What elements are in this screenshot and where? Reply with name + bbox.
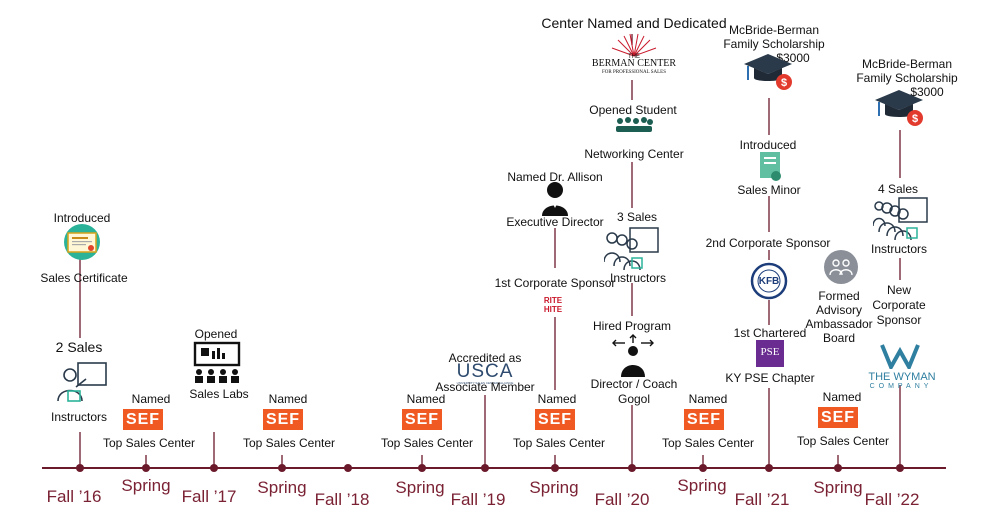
event-label: McBride-Berman <box>728 23 820 37</box>
event-label: Sales Labs <box>189 387 249 401</box>
diploma-icon <box>760 152 781 181</box>
advisory-board-icon <box>824 250 858 284</box>
timeline-label: Fall ’20 <box>594 490 650 509</box>
event-label: Sales Minor <box>737 183 801 197</box>
networking-icon <box>616 117 653 132</box>
event-label: 1st Corporate Sponsor <box>494 276 616 290</box>
event-label: Instructors <box>50 410 108 424</box>
berman-logo-top: THE <box>628 54 640 60</box>
event-label: Director / Coach <box>590 377 678 391</box>
sef-logo: SEF <box>818 407 858 428</box>
event-label: Gogol <box>617 392 651 406</box>
event-label: Accredited as <box>448 351 522 365</box>
timeline-label: Fall ’17 <box>181 487 237 506</box>
timeline-label: Fall ’21 <box>734 490 790 509</box>
certificate-icon <box>64 224 100 260</box>
timeline-label: Fall ’19 <box>450 490 506 509</box>
event-label: Advisory <box>815 303 863 317</box>
rite-hite-logo: RITE HITE <box>543 296 563 314</box>
pse-logo <box>756 340 784 367</box>
event-label: Sales Certificate <box>40 271 128 285</box>
timeline-label: Fall ’16 <box>46 487 102 506</box>
event-label: KY PSE Chapter <box>725 371 815 385</box>
event-label: Instructors <box>609 271 667 285</box>
event-label: Corporate <box>872 298 926 312</box>
usca-logo-subtitle: UNIVERSITY SALES CENTER ALLIANCE <box>456 381 514 385</box>
event-title: Center Named and Dedicated <box>541 15 727 31</box>
timeline-label: Spring <box>257 478 307 497</box>
top-sales-center-label: Top Sales Center <box>380 436 474 450</box>
named-label: Named <box>822 390 862 404</box>
sef-logo: SEF <box>123 409 163 430</box>
event-label: Named Dr. Allison <box>507 170 603 184</box>
graduation-cap-icon: $ <box>875 90 923 126</box>
event-label: 2nd Corporate Sponsor <box>705 236 831 250</box>
event-label: Family Scholarship <box>856 71 958 85</box>
event-label: Sponsor <box>876 313 922 327</box>
event-label: McBride-Berman <box>861 57 953 71</box>
kfb-logo <box>750 262 788 300</box>
sef-logo: SEF <box>402 409 442 430</box>
event-label: Opened <box>194 327 238 341</box>
event-label: New <box>886 283 912 297</box>
event-label: Executive Director <box>506 215 604 229</box>
event-label: Ambassador <box>805 317 873 331</box>
event-label: Family Scholarship <box>723 37 825 51</box>
wyman-logo-icon <box>880 344 920 369</box>
event-label: Formed <box>818 289 860 303</box>
top-sales-center-label: Top Sales Center <box>102 436 196 450</box>
kfb-logo-text: KFB <box>758 276 780 287</box>
scholarship-amount: $3000 <box>910 85 944 99</box>
top-sales-center-label: Top Sales Center <box>512 436 606 450</box>
instructors-icon <box>604 227 659 271</box>
graduation-cap-icon: $ <box>744 54 792 90</box>
timeline-label: Spring <box>121 476 171 495</box>
wyman-logo-sub: COMPANY <box>869 383 933 390</box>
named-label: Named <box>537 392 577 406</box>
executive-director-icon <box>542 182 568 216</box>
sales-lab-icon <box>193 341 241 383</box>
event-label: Introduced <box>53 211 111 225</box>
event-label: Instructors <box>870 242 928 256</box>
event-label: 1st Chartered <box>733 326 807 340</box>
named-label: Named <box>131 392 171 406</box>
timeline-label: Spring <box>529 478 579 497</box>
top-sales-center-label: Top Sales Center <box>796 434 890 448</box>
instructor-icon <box>57 362 107 402</box>
usca-logo: USCA <box>456 361 514 382</box>
timeline-label: Spring <box>395 478 445 497</box>
sef-logo: SEF <box>263 409 303 430</box>
berman-center-logo-icon <box>594 33 674 78</box>
named-label: Named <box>268 392 308 406</box>
event-label: Board <box>822 331 856 345</box>
timeline-label: Spring <box>677 476 727 495</box>
timeline-label: Fall ’22 <box>864 490 920 509</box>
event-label: 2 Sales <box>55 339 103 355</box>
director-coach-icon <box>612 334 654 377</box>
event-label: Hired Program <box>592 319 672 333</box>
wyman-logo-name: THE WYMAN <box>868 371 936 383</box>
event-label: 3 Sales <box>616 210 658 224</box>
event-label: Networking Center <box>584 147 684 161</box>
pse-logo-text: PSE <box>760 346 780 358</box>
instructors-icon <box>873 197 928 241</box>
top-sales-center-label: Top Sales Center <box>242 436 336 450</box>
timeline-label: Spring <box>813 478 863 497</box>
event-label: Opened Student <box>589 103 677 117</box>
berman-logo-sub: FOR PROFESSIONAL SALES <box>602 70 666 75</box>
timeline-label: Fall ’18 <box>314 490 370 509</box>
named-label: Named <box>406 392 446 406</box>
event-label: Associate Member <box>435 380 535 394</box>
sef-logo: SEF <box>684 409 724 430</box>
top-sales-center-label: Top Sales Center <box>661 436 755 450</box>
event-label: 4 Sales <box>877 182 919 196</box>
event-label: Introduced <box>739 138 797 152</box>
svg-text:$: $ <box>781 77 787 89</box>
berman-logo-name: BERMAN CENTER <box>591 58 677 69</box>
svg-text:$: $ <box>912 113 918 125</box>
sef-logo: SEF <box>535 409 575 430</box>
named-label: Named <box>688 392 728 406</box>
